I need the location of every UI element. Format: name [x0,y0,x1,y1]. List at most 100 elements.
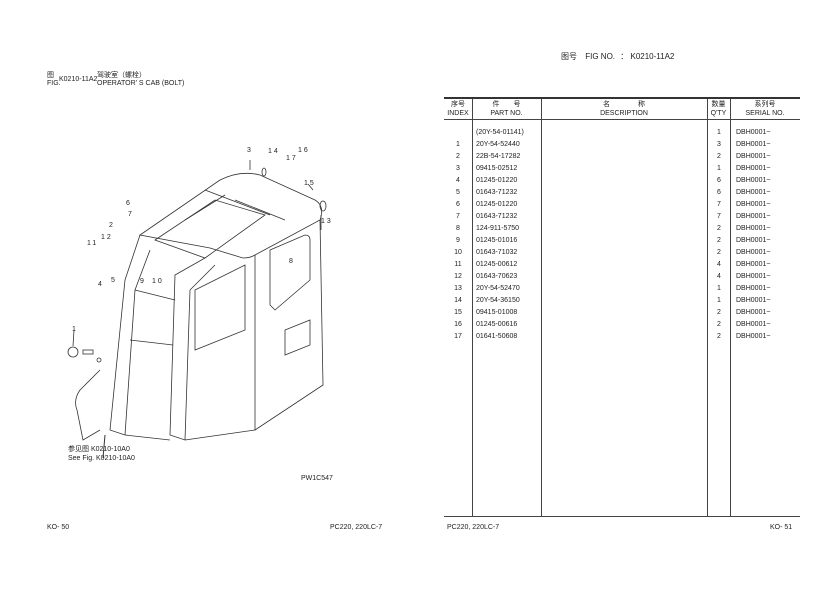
row-part-number: 22B-54-17282 [476,153,521,160]
row-index: 8 [456,225,460,232]
row-serial: DBH0001~ [736,189,771,196]
row-qty: 2 [717,249,721,256]
row-serial: DBH0001~ [736,309,771,316]
row-serial: DBH0001~ [736,249,771,256]
callout-8: 8 [289,258,295,265]
reference-note-en: See Fig. K0210-10A0 [68,455,135,462]
figure-title-en: OPERATOR' S CAB (BOLT) [97,80,185,87]
row-qty: 3 [717,141,721,148]
row-qty: 2 [717,225,721,232]
left-page-number: KO- 50 [47,524,70,531]
row-serial: DBH0001~ [736,165,771,172]
row-serial: DBH0001~ [736,261,771,268]
row-part-number: 01245-01220 [476,201,518,208]
row-index: 16 [454,321,462,328]
row-part-number: 124-911-5750 [476,225,520,232]
callout-17: 17 [286,155,298,162]
row-part-number: 09415-01008 [476,309,518,316]
row-serial: DBH0001~ [736,273,771,280]
table-row: (20Y-54-01141)驾驶室总成CAB ASS`Y1DBH0001~ [444,127,800,139]
callout-1: 1 [72,326,78,333]
row-qty: 7 [717,201,721,208]
row-index: 14 [454,297,462,304]
row-serial: DBH0001~ [736,177,771,184]
row-qty: 6 [717,177,721,184]
callout-16: 16 [298,147,310,154]
fig-number: K0210-11A2 [59,76,98,83]
row-index: 10 [454,249,462,256]
reference-note-cn: 参见图 K0210-10A0 [68,446,130,453]
callout-4: 4 [98,281,104,288]
row-index: 11 [454,261,462,268]
callout-9: 9 [140,278,146,285]
row-qty: 1 [717,129,721,136]
row-serial: DBH0001~ [736,201,771,208]
row-qty: 2 [717,333,721,340]
row-index: 2 [456,153,460,160]
row-part-number: 01245-00616 [476,321,518,328]
row-index: 4 [456,177,460,184]
row-part-number: (20Y-54-01141) [476,129,524,136]
callout-6: 6 [126,200,132,207]
row-part-number: 01245-00612 [476,261,518,268]
fig-label-en: FIG. [47,80,61,87]
row-serial: DBH0001~ [736,153,771,160]
left-model: PC220, 220LC-7 [330,524,383,531]
row-qty: 4 [717,261,721,268]
fig-label-cn: 图 [47,72,54,79]
fig-number-header: 图号 FIG NO. ： K0210-11A2 [561,51,674,62]
row-part-number: 01245-01016 [476,237,518,244]
callout-2: 2 [109,222,115,229]
row-part-number: 01245-01220 [476,177,518,184]
row-index: 15 [454,309,462,316]
fig-number: K0210-11A2 [630,52,675,61]
row-serial: DBH0001~ [736,321,771,328]
callout-13: 13 [321,218,333,225]
row-serial: DBH0001~ [736,213,771,220]
row-qty: 2 [717,153,721,160]
row-qty: 7 [717,213,721,220]
row-qty: 2 [717,321,721,328]
row-serial: DBH0001~ [736,237,771,244]
row-qty: 1 [717,165,721,172]
drawing-code: PW1C547 [301,475,333,482]
row-index: 17 [454,333,462,340]
fig-label-en: FIG NO. [585,52,616,61]
row-serial: DBH0001~ [736,285,771,292]
row-part-number: 20Y-54-52440 [476,141,520,148]
callout-15: 15 [304,180,316,187]
row-index: 9 [456,237,460,244]
right-page-number: KO- 51 [770,524,793,531]
callout-5: 5 [111,277,117,284]
row-index: 6 [456,201,460,208]
fig-separator: ： [620,52,629,61]
row-qty: 2 [717,309,721,316]
figure-title-cn: 驾驶室（螺栓） [97,72,146,79]
callout-7: 7 [128,211,134,218]
row-part-number: 20Y-54-36150 [476,297,520,304]
row-index: 13 [454,285,462,292]
row-qty: 4 [717,273,721,280]
row-qty: 2 [717,237,721,244]
row-index: 3 [456,165,460,172]
right-model: PC220, 220LC-7 [447,524,500,531]
row-serial: DBH0001~ [736,333,771,340]
fig-label-cn: 图号 [561,52,577,61]
callout-14: 14 [268,148,280,155]
cab-exploded-diagram [67,160,327,459]
